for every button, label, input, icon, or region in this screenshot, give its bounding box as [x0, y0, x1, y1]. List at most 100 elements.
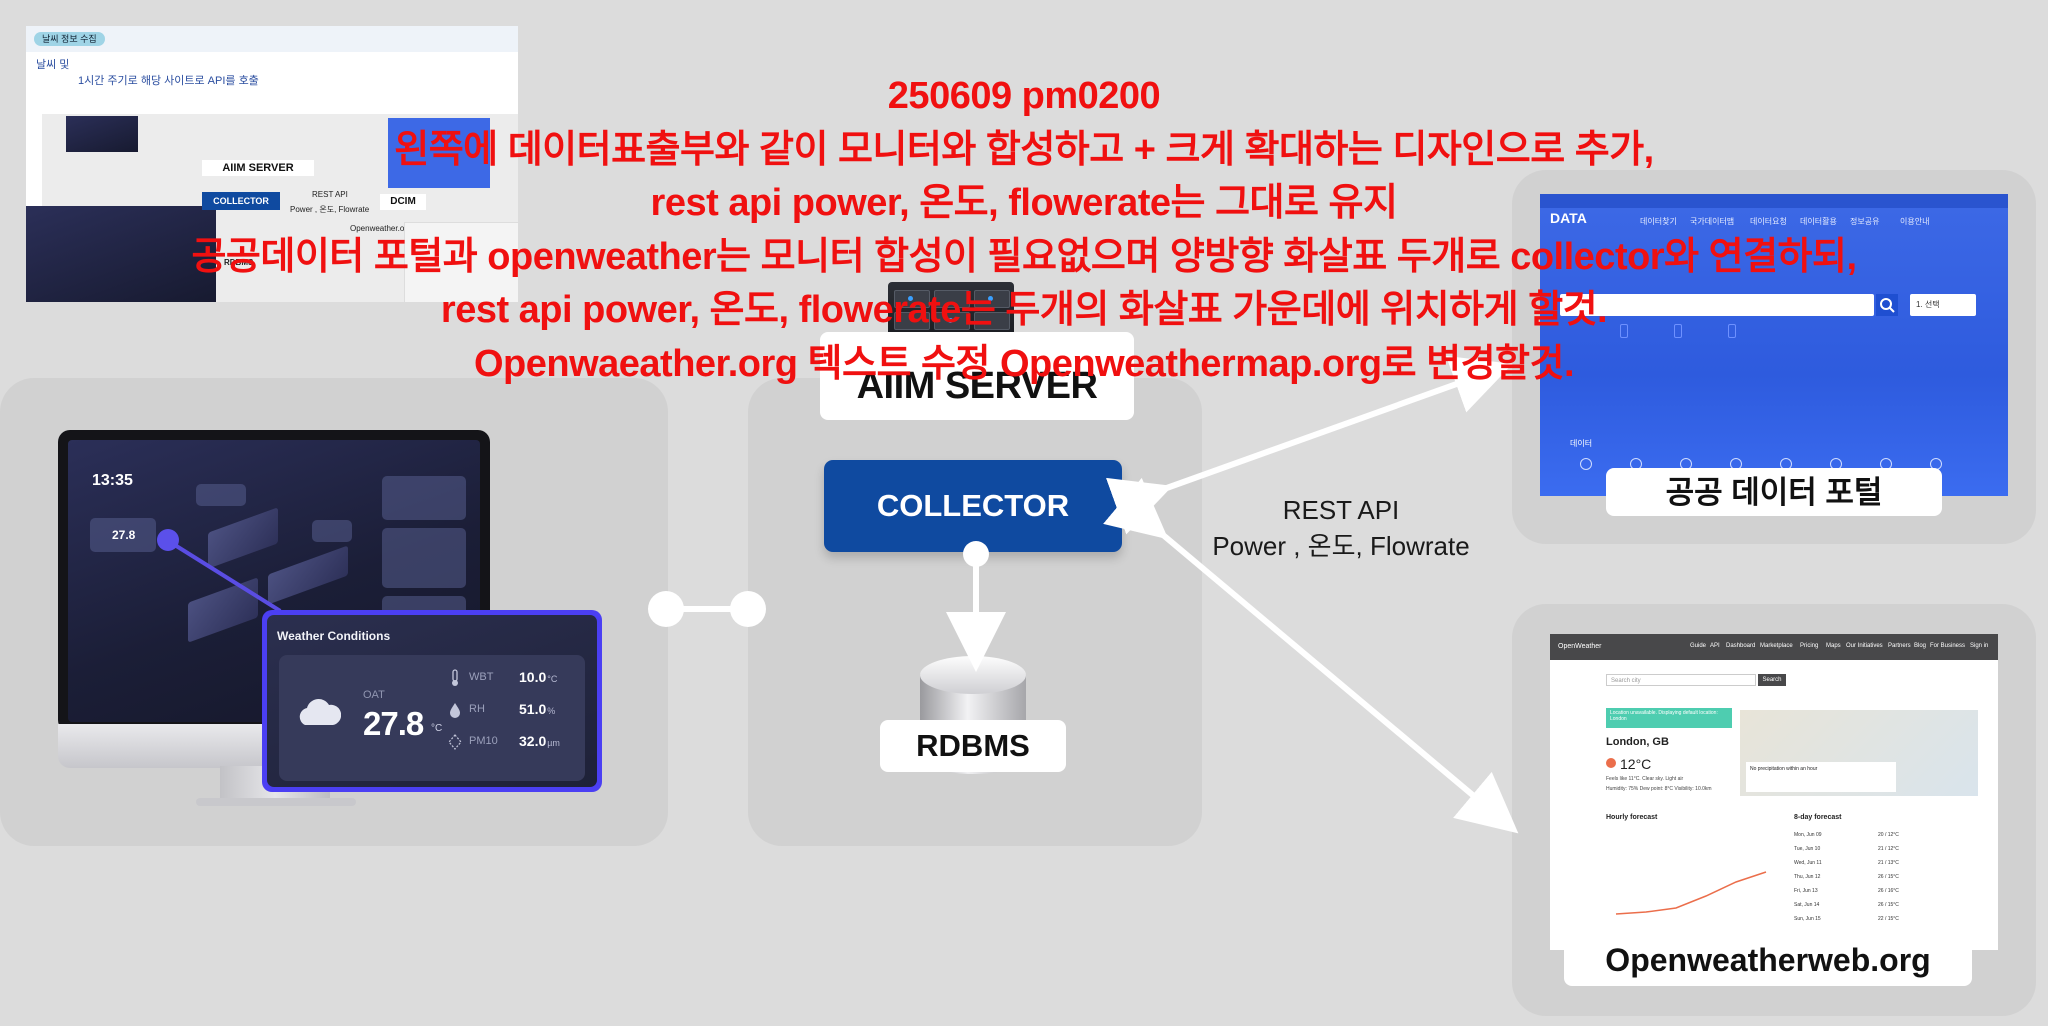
weather-row-rh: RH 51.0% [447, 701, 583, 723]
ow-day-row: Sun, Jun 15 [1794, 916, 1821, 922]
revision-notes: 250609 pm0200 왼쪽에 데이터표출부와 같이 모니터와 합성하고 +… [0, 70, 2048, 391]
ow-hourly-title: Hourly forecast [1606, 814, 1658, 821]
ow-city: London, GB [1606, 736, 1669, 748]
note-line: 왼쪽에 데이터표출부와 같이 모니터와 합성하고 + 크게 확대하는 디자인으로… [394, 128, 1654, 171]
portal-filter-chip[interactable] [1674, 324, 1682, 338]
wbt-value: 10.0°C [519, 669, 558, 685]
weather-card-title: Weather Conditions [277, 629, 391, 643]
ow-precip-note: No precipitation within an hour [1746, 762, 1896, 792]
ow-search-button[interactable]: Search [1758, 674, 1786, 686]
thumb-dashboard [26, 206, 216, 302]
cloud-icon [299, 699, 341, 725]
ow-day-temp: 22 / 15°C [1878, 916, 1899, 922]
note-line: Openwaeather.org 텍스트 수정 Openweathermap.o… [473, 342, 1575, 385]
rdbms-label: RDBMS [880, 720, 1066, 772]
thumb-rest-detail: Power , 온도, Flowrate [290, 205, 370, 214]
public-portal-screenshot: DATA 데이터찾기 국가데이터맵 데이터요청 데이터활용 정보공유 이용안내 … [1540, 194, 2008, 496]
rest-api-title: REST API [1282, 495, 1400, 525]
zoom-connector-dot [157, 529, 179, 551]
rh-value: 51.0% [519, 701, 556, 717]
ow-search-input[interactable]: Search city [1606, 674, 1756, 686]
portal-tab[interactable]: 데이터 [1570, 439, 1593, 448]
ow-nav-item[interactable]: Guide [1690, 643, 1707, 649]
pm10-value: 32.0µm [519, 733, 560, 749]
ow-nav-item[interactable]: Marketplace [1760, 643, 1793, 649]
thermometer-icon [452, 669, 458, 686]
rest-api-label: REST API Power , 온도, Flowrate [1176, 492, 1506, 564]
portal-nav-item: 정보공유 [1850, 217, 1880, 226]
portal-search-button[interactable] [1876, 294, 1898, 316]
mini-temp: 27.8 [112, 528, 136, 542]
droplet-icon [450, 703, 460, 718]
ow-feels-like: Feels like 11°C. Clear sky. Light air [1606, 776, 1684, 782]
thumb-portal-image [388, 118, 490, 188]
panel-link-knob [730, 591, 766, 627]
collector-arrow-dot [963, 541, 989, 567]
ow-day-row: Tue, Jun 10 [1794, 846, 1821, 852]
mini-card [382, 476, 466, 520]
search-icon [1880, 298, 1895, 313]
ow-day-temp: 26 / 16°C [1878, 888, 1899, 894]
openweather-navbar: OpenWeather Guide API Dashboard Marketpl… [1550, 634, 1998, 660]
thumb-aiim-server: AIIM SERVER [202, 160, 314, 176]
ow-location-banner: Location unavailable. Displaying default… [1606, 708, 1732, 728]
portal-category-icon[interactable] [1580, 458, 1592, 470]
rest-api-detail: Power , 온도, Flowrate [1212, 531, 1470, 561]
portal-bidirectional-arrow [1105, 355, 1513, 535]
oat-value: 27.8 [363, 705, 424, 742]
note-line: 250609 pm0200 [887, 75, 1161, 117]
ow-nav-item[interactable]: Maps [1826, 643, 1841, 649]
ow-day-temp: 26 / 15°C [1878, 874, 1899, 880]
openweather-logo: OpenWeather [1558, 643, 1602, 650]
thumb-tag: 날씨 정보 수집 [34, 32, 105, 46]
ow-nav-item[interactable]: API [1710, 643, 1720, 649]
thumb-openweather-image [404, 222, 518, 302]
wbt-label: WBT [469, 671, 494, 683]
ow-nav-item[interactable]: Our Initiatives [1846, 643, 1883, 649]
thumb-header: 날씨 정보 수집 [26, 26, 518, 52]
thumb-openweather: Openweather.org [350, 224, 412, 233]
ow-day-row: Thu, Jun 12 [1794, 874, 1821, 880]
ow-nav-item[interactable]: Dashboard [1726, 643, 1756, 649]
panel-link-knob [648, 591, 684, 627]
ow-day-temp: 26 / 15°C [1878, 902, 1899, 908]
ow-day-row: Mon, Jun 09 [1794, 832, 1822, 838]
weather-row-wbt: WBT 10.0°C [447, 669, 583, 691]
ow-day-row: Wed, Jun 11 [1794, 860, 1822, 866]
oat-unit: °C [431, 723, 443, 734]
monitor-foot [196, 798, 356, 806]
portal-nav-item: 데이터찾기 [1640, 217, 1677, 226]
thumb-collector: COLLECTOR [202, 192, 280, 210]
portal-filter-chip[interactable] [1620, 324, 1628, 338]
ow-nav-item[interactable]: Partners [1888, 643, 1911, 649]
ow-map[interactable]: No precipitation within an hour [1740, 710, 1978, 796]
ow-details: Humidity: 75% Dew point: 8°C Visibility:… [1606, 786, 1712, 792]
portal-nav-item: 데이터활용 [1800, 217, 1837, 226]
openweather-label: Openweatherweb.org [1564, 934, 1972, 986]
note-line: rest api power, 온도, flowerate는 그대로 유지 [650, 182, 1398, 224]
ow-day-temp: 21 / 12°C [1878, 846, 1899, 852]
ow-day-temp: 21 / 13°C [1878, 860, 1899, 866]
ow-nav-item[interactable]: Pricing [1800, 643, 1819, 649]
ow-day-row: Sat, Jun 14 [1794, 902, 1820, 908]
ow-nav-item[interactable]: Sign in [1970, 643, 1989, 649]
ow-nav-item[interactable]: For Business [1930, 643, 1966, 649]
mini-card [196, 484, 246, 506]
portal-filter-chip[interactable] [1728, 324, 1736, 338]
portal-select[interactable]: 1. 선택 [1910, 294, 1976, 316]
ow-nav-item[interactable]: Blog [1914, 643, 1927, 649]
weather-row-pm10: PM10 32.0µm [447, 733, 583, 755]
portal-search-input[interactable] [1560, 294, 1874, 316]
dust-icon [448, 734, 462, 750]
ow-day-row: Fri, Jun 13 [1794, 888, 1818, 894]
weather-card-body: OAT 27.8 °C WBT 10.0°C RH 51.0% PM10 32.… [279, 655, 585, 781]
mini-temp-card: 27.8 [90, 518, 156, 552]
public-portal-label: 공공 데이터 포털 [1606, 468, 1942, 516]
ow-hourly-chart [1615, 871, 1767, 915]
oat-label: OAT [363, 689, 385, 701]
collector-box: COLLECTOR [824, 460, 1122, 552]
weather-conditions-card: Weather Conditions OAT 27.8 °C WBT 10.0°… [262, 610, 602, 792]
thumb-dcim: DCIM [380, 194, 426, 210]
previous-version-thumbnail: 날씨 정보 수집 날씨 및 1시간 주기로 해당 사이트로 API를 호출 AI… [26, 26, 518, 302]
note-line: rest api power, 온도, flowerate는 두개의 화살표 가… [440, 289, 1608, 331]
